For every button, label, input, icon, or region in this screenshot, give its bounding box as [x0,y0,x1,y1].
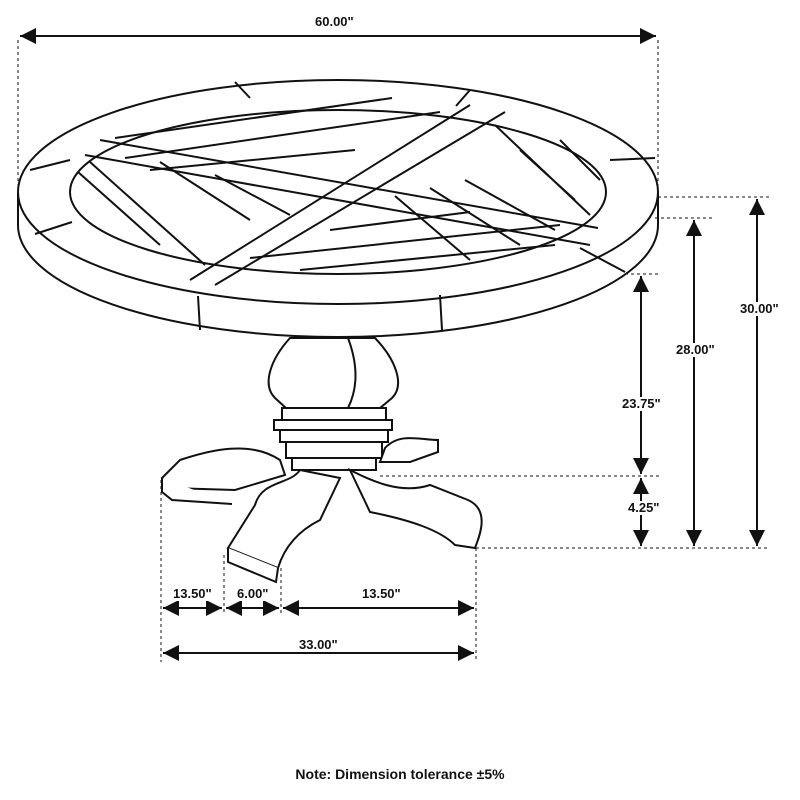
pedestal [267,337,400,471]
feet [160,437,483,584]
height-to-top-label: 28.00" [674,342,717,357]
apron-label: 23.75" [620,396,663,411]
table-top [17,79,659,338]
extension-lines [17,40,770,662]
foot-left-label: 13.50" [171,586,214,601]
foot-height-label: 4.25" [626,500,662,515]
foot-center-label: 6.00" [235,586,271,601]
dimension-lines [20,28,765,661]
tolerance-note: Note: Dimension tolerance ±5% [295,766,505,782]
top-width-label: 60.00" [313,14,356,29]
foot-right-label: 13.50" [360,586,403,601]
base-width-label: 33.00" [297,637,340,652]
total-height-label: 30.00" [738,301,781,316]
